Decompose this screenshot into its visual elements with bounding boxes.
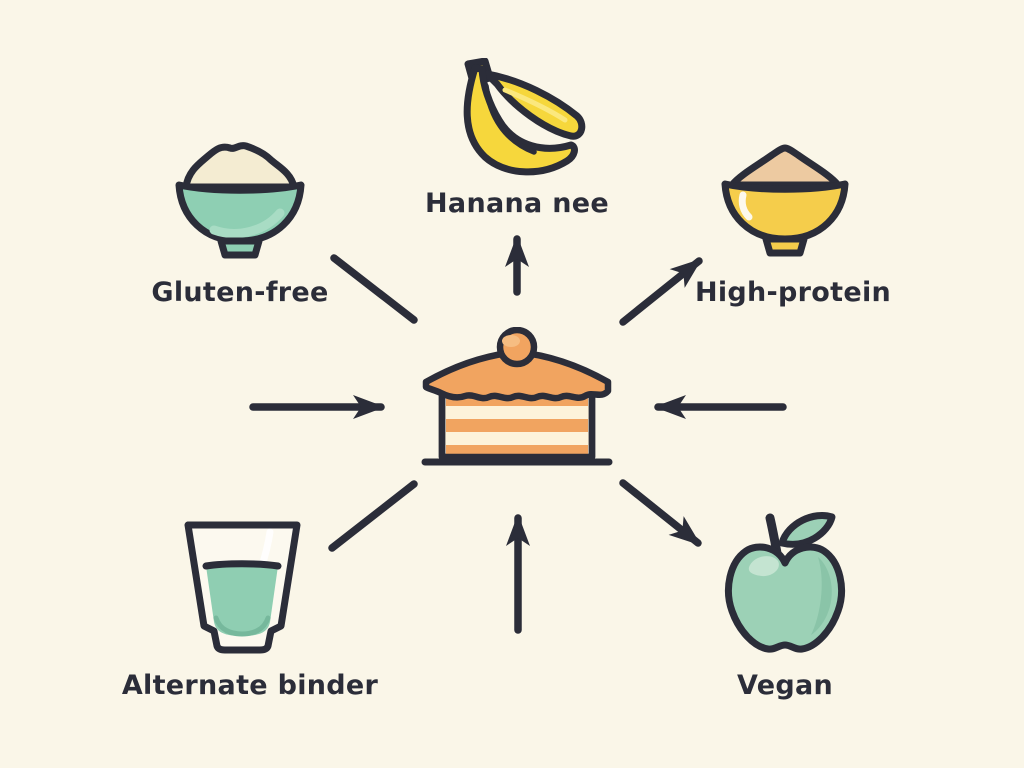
node-cake: [421, 327, 613, 467]
node-alternate-binder: [183, 520, 302, 655]
arrow-cake-to-vegan: [619, 479, 702, 547]
alternate-binder-label: Alternate binder: [121, 670, 379, 701]
node-vegan: [722, 505, 847, 657]
line-glutenfree-to-cake: [330, 254, 418, 324]
node-gluten-free: [172, 141, 308, 261]
high-protein-label: High-protein: [694, 277, 892, 308]
node-high-protein: [720, 143, 850, 259]
vegan-label: Vegan: [737, 670, 833, 701]
apple-icon: [725, 512, 845, 653]
line-glass-to-cake: [328, 480, 418, 552]
gluten-free-label: Gluten-free: [151, 277, 329, 308]
flour-bowl-icon: [175, 142, 305, 259]
banana-label: Hanana nee: [425, 188, 609, 219]
protein-bowl-icon: [721, 144, 849, 257]
arrow-cake-to-highprotein: [619, 257, 703, 326]
banana-icon: [463, 58, 586, 176]
glass-icon: [184, 521, 301, 654]
cake-slice-icon: [421, 327, 613, 466]
node-banana: [445, 58, 595, 183]
